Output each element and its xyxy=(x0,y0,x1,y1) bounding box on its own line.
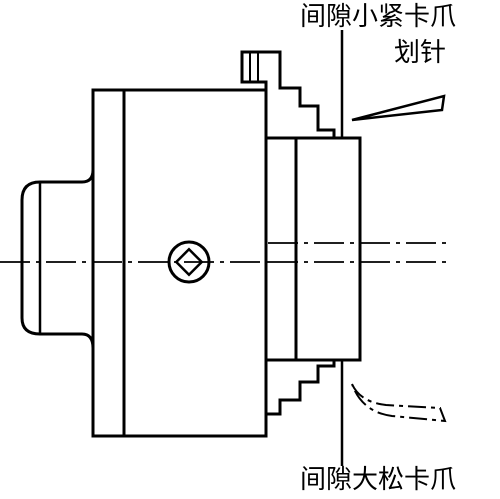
workpiece xyxy=(264,136,362,362)
scriber-needle xyxy=(351,94,446,122)
back-boss xyxy=(20,169,95,349)
upper-jaw xyxy=(240,50,336,138)
lower-jaw xyxy=(266,360,336,416)
label-gap-small-tight-jaw: 间隙小紧卡爪 xyxy=(300,2,457,32)
label-gap-large-loose-jaw: 间隙大松卡爪 xyxy=(300,465,457,495)
scriber-dashed-outline xyxy=(351,383,447,423)
label-scriber: 划针 xyxy=(394,38,447,68)
key-socket-square xyxy=(174,247,204,277)
chuck-body xyxy=(91,88,268,438)
